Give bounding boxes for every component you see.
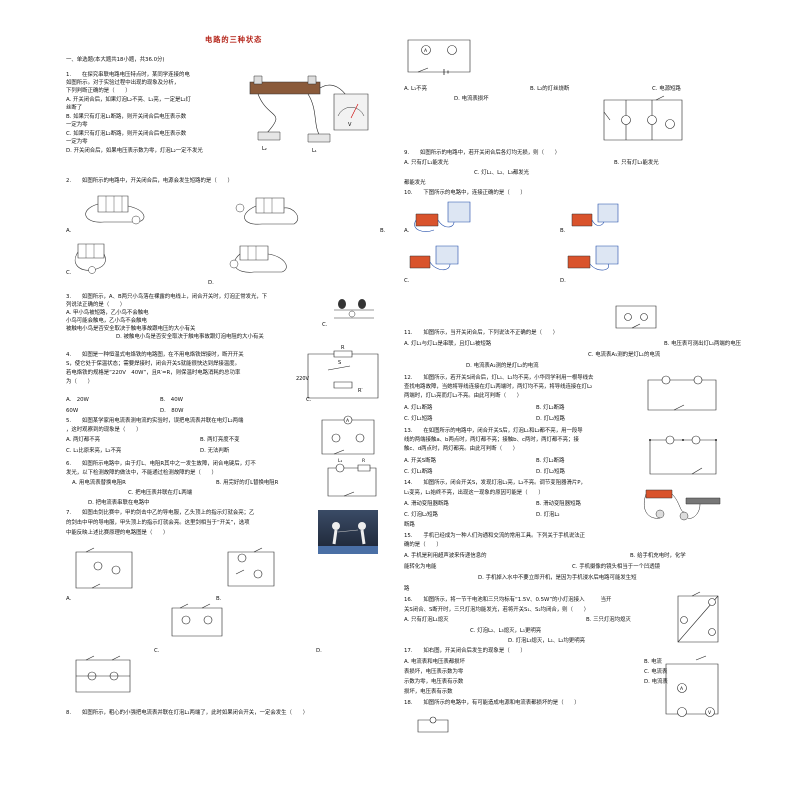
q4-r-label: R (341, 345, 345, 351)
q16-circuit-figure (672, 592, 724, 648)
question-18: 18. 如图所示的电路中，有可能造成电源和电流表都损坏的是（ ） (404, 700, 580, 706)
q6-l-label: L₁ (338, 458, 343, 464)
q7-circuit-a (72, 544, 136, 594)
q9-circuit-figure (596, 94, 688, 144)
q10-figure-c (406, 244, 468, 278)
q10-figure-a (414, 200, 480, 236)
q1-l1-label: L₁ (312, 148, 317, 154)
question-8: 8. 如图所示，粗心的小强把电流表并联在灯泡L₁两端了，此时如果闭合开关，一定会… (66, 710, 309, 716)
q2-figure-c (72, 240, 112, 276)
q10-figure-b (566, 200, 624, 236)
q2-figure-a (78, 192, 158, 230)
q2-figure-d (228, 242, 298, 278)
q10-figure-d (566, 244, 626, 278)
q17-voltmeter-label: V (708, 710, 712, 716)
q3-birds-figure (332, 299, 376, 322)
q6-circuit-figure: L₁ R (324, 458, 380, 500)
q17-circuit-figure: A V (660, 654, 726, 722)
q1-voltmeter-label: V (348, 122, 352, 128)
q4-voltage-label: 220V (296, 376, 310, 382)
q11-circuit-figure (612, 302, 660, 332)
q12-circuit-figure (644, 372, 720, 416)
q4-s-label: S (338, 360, 341, 366)
q5-circuit-figure: A (318, 414, 378, 458)
q13-circuit-figure (649, 430, 717, 482)
document-title: 电路的三种状态 (205, 35, 263, 44)
q3-option-c-mark: C. (322, 322, 328, 328)
q7-circuit-b (224, 544, 278, 590)
q7-fencers-figure (318, 522, 378, 554)
q7-circuit-d (72, 652, 134, 698)
q7-circuit-c (168, 600, 226, 640)
section-heading: 一、单选题(本大题共18小题，共36.0分) (66, 57, 165, 63)
q6-r-label: R (362, 458, 365, 464)
q5-ammeter-label: A (346, 418, 350, 424)
q1-l2-label: L₂ (262, 146, 267, 152)
q14-apparatus-figure (640, 482, 724, 526)
q9-option-d-wrap: 都能发光 (404, 180, 426, 186)
q17-ammeter-label: A (680, 686, 684, 692)
q8-circuit-figure: A (404, 36, 474, 76)
q2-figure-b (232, 192, 312, 230)
q8-ammeter-label: A (424, 48, 428, 54)
q18-circuit-figure (416, 716, 450, 736)
q4-rp-label: R′ (358, 388, 363, 394)
q1-apparatus-figure: V L₂ L₁ (248, 70, 370, 154)
q4-circuit-figure: 220V R R′ S (296, 345, 380, 402)
